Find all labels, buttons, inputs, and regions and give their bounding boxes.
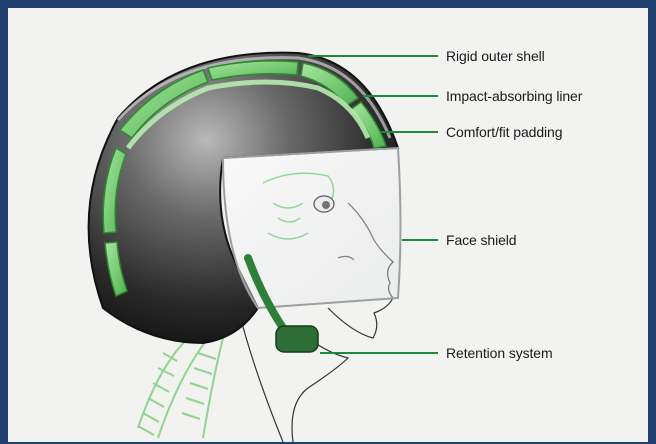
helmet-illustration [8, 8, 648, 442]
label-face-shield: Face shield [446, 232, 517, 248]
face-shield [223, 148, 401, 308]
label-impact-absorbing-liner: Impact-absorbing liner [446, 88, 582, 104]
label-comfort-fit-padding: Comfort/fit padding [446, 124, 562, 140]
spine-skeleton [138, 338, 223, 438]
label-retention-system: Retention system [446, 345, 553, 361]
label-rigid-outer-shell: Rigid outer shell [446, 48, 545, 64]
